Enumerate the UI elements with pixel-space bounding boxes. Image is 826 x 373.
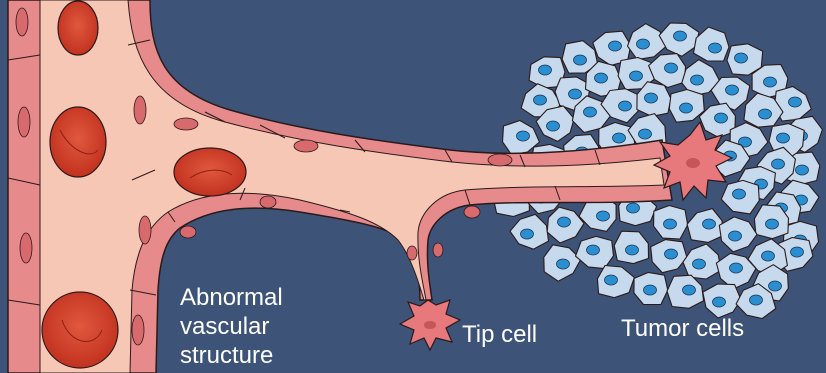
tumor-cell-nucleus	[764, 77, 777, 87]
tumor-cell-nucleus	[613, 133, 626, 143]
abnormal-label-line1: Abnormal	[180, 283, 283, 312]
tumor-cell-nucleus	[791, 247, 804, 257]
tumor-cell-nucleus	[597, 211, 610, 221]
tumor-cell-nucleus	[796, 165, 809, 175]
tumor-cell-nucleus	[759, 109, 772, 119]
red-blood-cell	[174, 148, 246, 196]
tumor-cell-nucleus	[750, 295, 763, 305]
tumor-cell-nucleus	[703, 219, 716, 229]
tumor-cell-nucleus	[639, 129, 652, 139]
tumor-cell-nucleus	[574, 55, 587, 65]
tumor-cell-nucleus	[665, 249, 678, 259]
tumor-cell-nucleus	[665, 63, 678, 73]
tumor-cell-nucleus	[605, 275, 618, 285]
tumor-cell-nucleus	[630, 71, 643, 81]
tumor-cell-nucleus	[584, 107, 597, 117]
tumor-cell-nucleus	[644, 285, 657, 295]
tumor-cell-nucleus	[547, 121, 560, 131]
tumor-cell-nucleus	[693, 259, 706, 269]
tumor-cell-nucleus	[713, 297, 726, 307]
tumor-cell-nucleus	[557, 259, 570, 269]
tumor-cell-nucleus	[626, 245, 639, 255]
tumor-cell-nucleus	[637, 39, 650, 49]
tumor-cell-nucleus	[729, 231, 742, 241]
tumor-cell-nucleus	[680, 103, 693, 113]
tumor-cell-nucleus	[587, 245, 600, 255]
tumor-cell-nucleus	[569, 89, 582, 99]
tip-cell-label: Tip cell	[462, 320, 537, 349]
red-blood-cell	[42, 292, 118, 368]
tumor-cell-nucleus	[683, 285, 696, 295]
red-blood-cell	[58, 1, 98, 55]
abnormal-vascular-structure-label: Abnormal vascular structure	[180, 283, 283, 370]
tumor-cell-nucleus	[709, 43, 722, 53]
tumor-cell-nucleus	[534, 95, 547, 105]
tumor-cell-nucleus	[715, 113, 728, 123]
tumor-cell-nucleus	[627, 203, 640, 213]
tip-cell-nucleus	[424, 321, 436, 329]
abnormal-label-line3: structure	[180, 341, 283, 370]
tumor-cell-nucleus	[521, 229, 534, 239]
tumor-cell-nucleus	[769, 281, 782, 291]
tumor-cell-nucleus	[645, 93, 658, 103]
tumor-cell-nucleus	[517, 131, 530, 141]
tumor-cell-nucleus	[558, 217, 571, 227]
tumor-cell-nucleus	[735, 53, 748, 63]
tumor-cell-nucleus	[539, 65, 552, 75]
tumor-cell-nucleus	[595, 73, 608, 83]
tumor-cell-nucleus	[733, 189, 746, 199]
tumor-cell-nucleus	[777, 133, 790, 143]
tumor-cell-nucleus	[730, 263, 743, 273]
tumor-cells-label: Tumor cells	[621, 314, 744, 343]
red-blood-cell	[50, 107, 106, 177]
tumor-cell-nucleus	[674, 31, 687, 41]
tumor-cell-nucleus	[762, 251, 775, 261]
abnormal-label-line2: vascular	[180, 312, 283, 341]
tumor-cell-nucleus	[766, 219, 779, 229]
tumor-cell-nucleus	[789, 97, 802, 107]
tumor-cell-nucleus	[772, 159, 785, 169]
tumor-cell-nucleus	[619, 101, 632, 111]
tumor-cell-nucleus	[664, 219, 677, 229]
tip-cell-nucleus	[686, 158, 700, 168]
tumor-cell-nucleus	[609, 41, 622, 51]
tumor-cell-nucleus	[726, 85, 739, 95]
tumor-cell-nucleus	[691, 75, 704, 85]
